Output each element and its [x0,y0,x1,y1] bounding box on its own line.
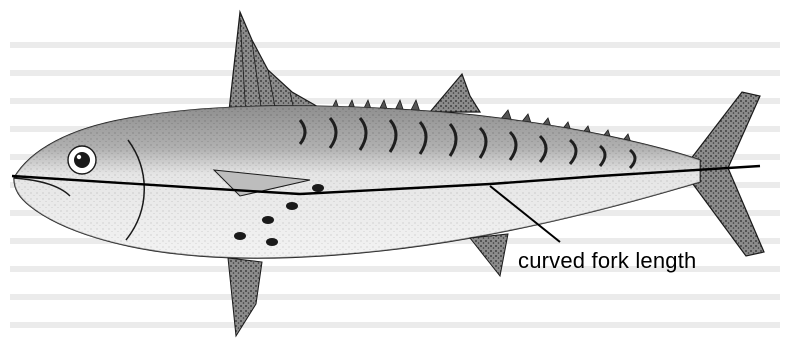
first-dorsal-fin [228,12,320,120]
second-dorsal-fin [430,74,480,112]
curved-fork-length-label: curved fork length [518,248,696,274]
caudal-fin [690,92,764,256]
fish-eye [68,146,96,174]
